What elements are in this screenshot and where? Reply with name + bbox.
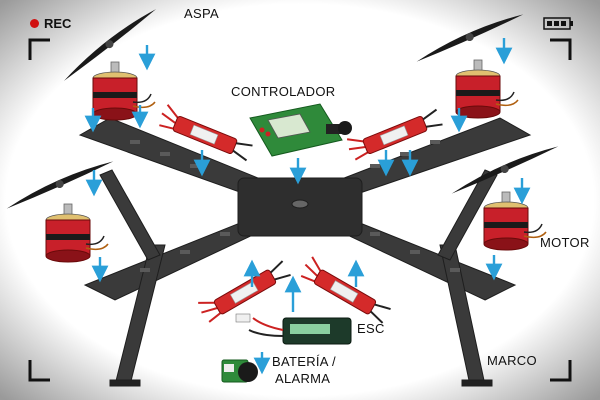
- label-battery-line2: ALARMA: [275, 371, 331, 386]
- flight-controller: [249, 103, 352, 157]
- record-dot-icon: [30, 19, 39, 28]
- rec-indicator: REC: [30, 16, 71, 31]
- label-frame: MARCO: [487, 353, 537, 368]
- rec-label: REC: [44, 16, 72, 31]
- frame-holes: [130, 140, 460, 272]
- battery-pack: [235, 313, 352, 345]
- battery-icon: [543, 17, 573, 30]
- label-motor: MOTOR: [540, 235, 590, 250]
- label-battery-line1: BATERÍA /: [272, 354, 336, 369]
- viewfinder-frame: [28, 38, 572, 382]
- label-controller: CONTROLADOR: [231, 84, 336, 99]
- pointer-arrows: [84, 38, 531, 375]
- battery-alarm: [221, 359, 258, 383]
- label-propeller: ASPA: [184, 6, 219, 21]
- label-esc: ESC: [357, 321, 385, 336]
